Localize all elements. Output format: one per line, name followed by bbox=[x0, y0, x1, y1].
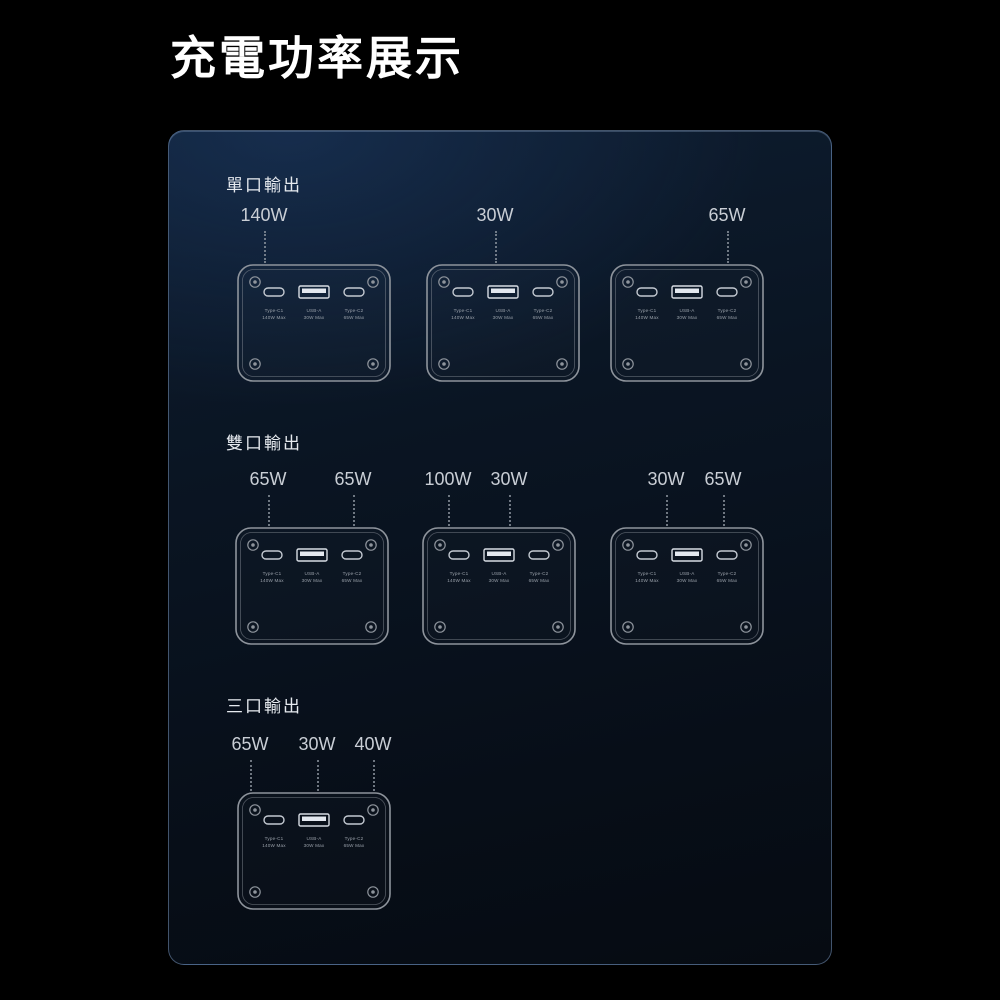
watt-label: 65W bbox=[334, 469, 372, 489]
watt-label: 30W bbox=[298, 734, 336, 754]
leader-line bbox=[264, 231, 266, 263]
charger-diagram bbox=[236, 791, 392, 911]
charger-diagram bbox=[609, 526, 765, 646]
leader-line bbox=[723, 495, 725, 526]
section-label-single-port: 單口輸出 bbox=[226, 176, 302, 195]
leader-line bbox=[509, 495, 511, 526]
leader-line bbox=[495, 231, 497, 263]
section-label-triple-port: 三口輸出 bbox=[226, 697, 302, 716]
watt-label: 30W bbox=[476, 205, 514, 225]
charger-diagram bbox=[421, 526, 577, 646]
leader-line bbox=[666, 495, 668, 526]
watt-label: 65W bbox=[708, 205, 746, 225]
charger-diagram bbox=[236, 263, 392, 383]
watt-label: 140W bbox=[240, 205, 288, 225]
leader-line bbox=[317, 760, 319, 791]
leader-line bbox=[448, 495, 450, 526]
watt-label: 100W bbox=[424, 469, 472, 489]
section-label-dual-port: 雙口輸出 bbox=[226, 434, 302, 453]
charger-diagram bbox=[425, 263, 581, 383]
leader-line bbox=[373, 760, 375, 791]
power-demo-panel: 單口輸出 140W 30W 65W 雙口輸出 65W 65W 100W 30W … bbox=[168, 130, 832, 965]
watt-label: 30W bbox=[490, 469, 528, 489]
leader-line bbox=[250, 760, 252, 791]
charger-diagram bbox=[609, 263, 765, 383]
leader-line bbox=[727, 231, 729, 263]
watt-label: 65W bbox=[249, 469, 287, 489]
watt-label: 65W bbox=[231, 734, 269, 754]
watt-label: 65W bbox=[704, 469, 742, 489]
leader-line bbox=[353, 495, 355, 526]
leader-line bbox=[268, 495, 270, 526]
page-title: 充電功率展示 bbox=[170, 32, 464, 84]
charger-diagram bbox=[234, 526, 390, 646]
watt-label: 30W bbox=[647, 469, 685, 489]
watt-label: 40W bbox=[354, 734, 392, 754]
